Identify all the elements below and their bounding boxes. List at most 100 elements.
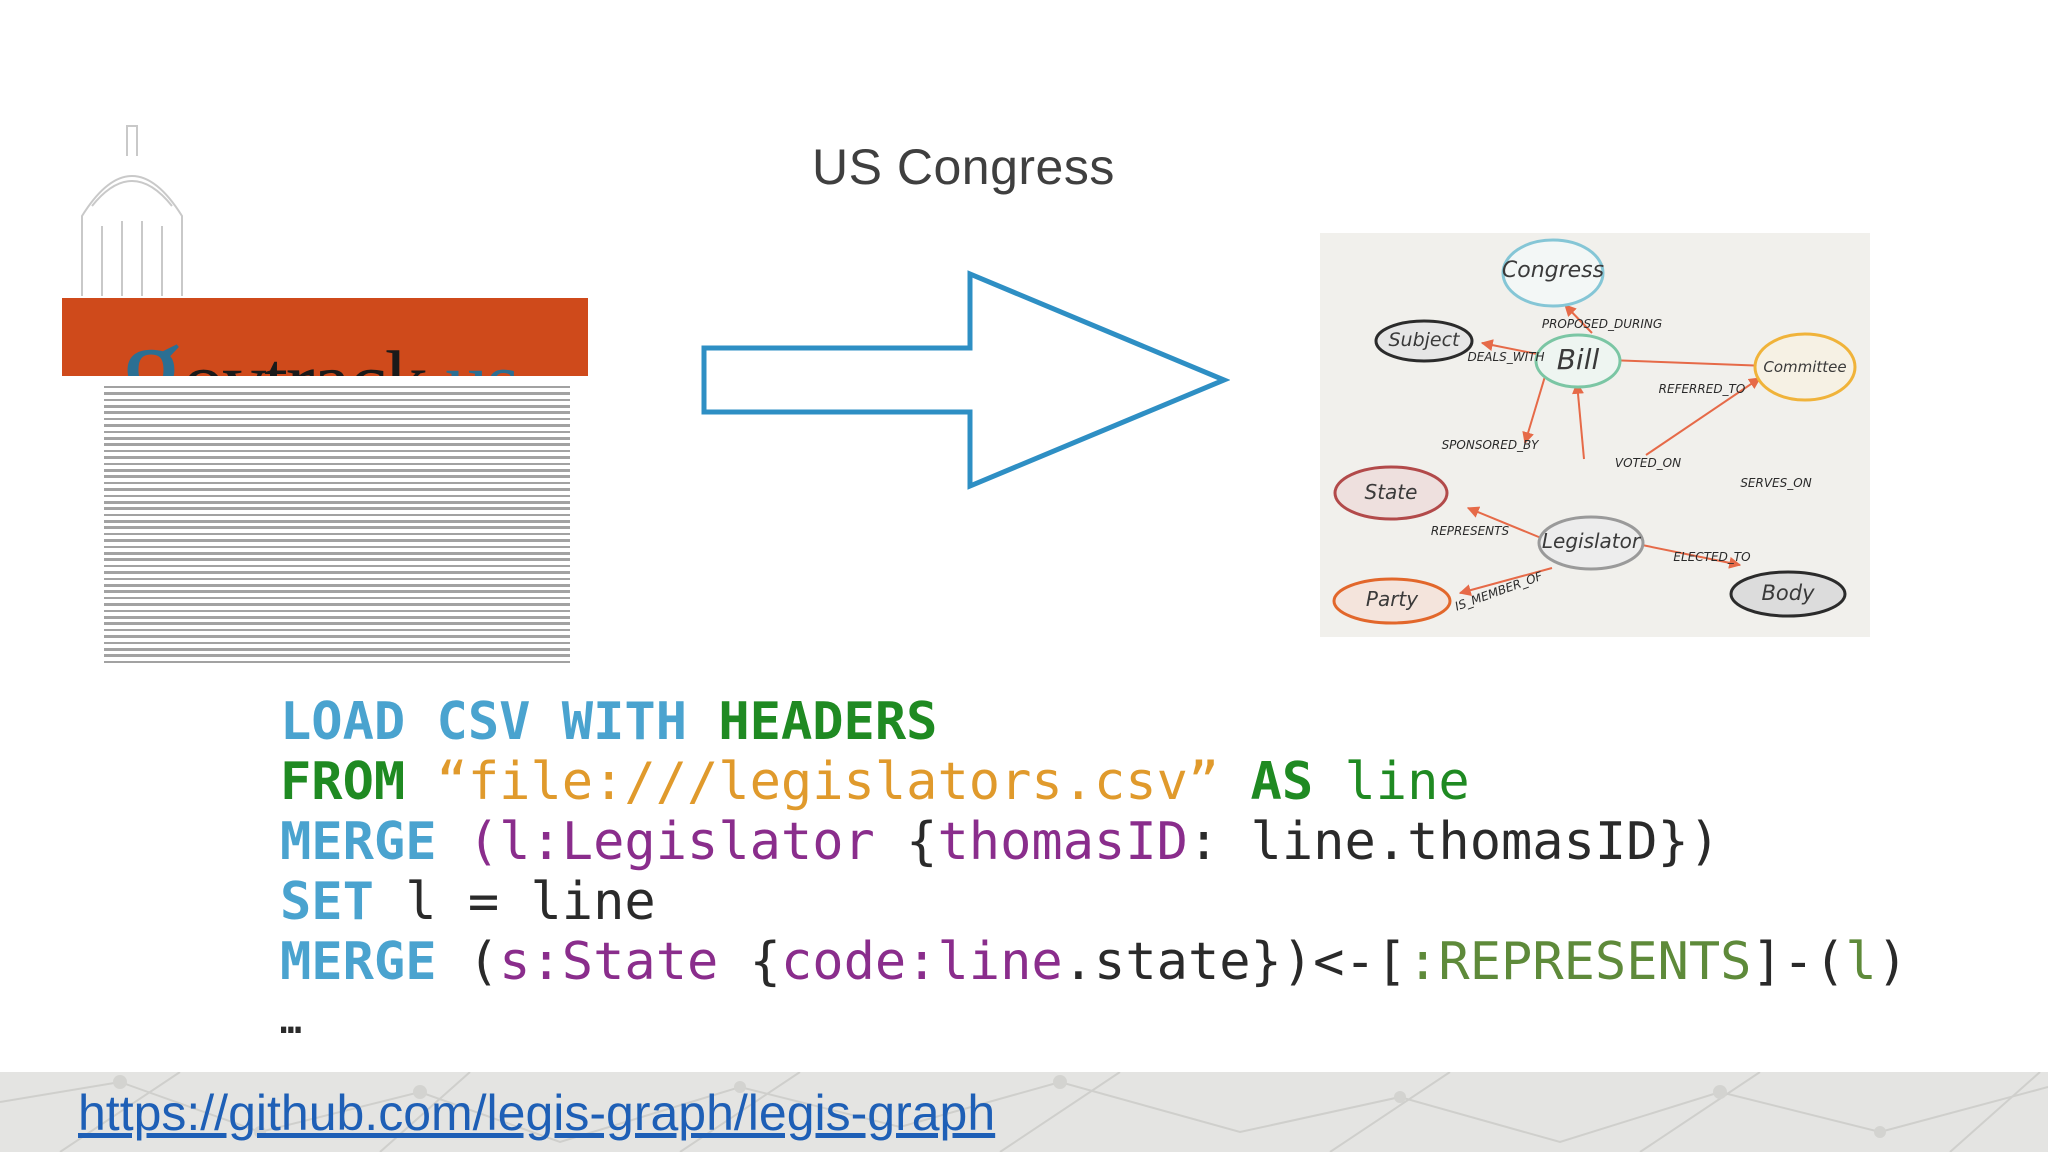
csv-row-text — [104, 462, 570, 466]
csv-row-text — [104, 622, 570, 625]
csv-row — [62, 627, 570, 633]
csv-row — [62, 550, 570, 556]
csv-row — [62, 614, 570, 620]
csv-row — [62, 390, 570, 396]
github-link[interactable]: https://github.com/legis-graph/legis-gra… — [78, 1085, 996, 1141]
csv-row — [62, 442, 570, 448]
csv-row-text — [104, 456, 570, 459]
graph-edge-label: VOTED_ON — [1615, 456, 1681, 470]
csv-row — [62, 569, 570, 575]
csv-row — [62, 499, 570, 505]
graph-node-label: Subject — [1388, 329, 1461, 351]
csv-row-text — [104, 481, 570, 485]
code-line-1: LOAD CSV WITH HEADERS — [280, 692, 938, 752]
csv-row-text — [104, 437, 570, 440]
graph-edge-label: REFERRED_TO — [1659, 382, 1746, 396]
csv-row-text — [104, 443, 570, 446]
csv-row — [62, 512, 570, 518]
graph-node-label: Bill — [1557, 343, 1600, 376]
csv-row-text — [104, 654, 570, 657]
csv-row-text — [104, 513, 570, 517]
code-line-4: SET l = line — [280, 872, 656, 932]
csv-row-text — [104, 532, 570, 536]
graph-edge-label: ELECTED_TO — [1673, 550, 1750, 564]
csv-row — [62, 537, 570, 543]
csv-row-text — [104, 571, 570, 574]
csv-row — [62, 467, 570, 473]
csv-row-text — [104, 430, 570, 434]
csv-row-text — [104, 468, 570, 472]
csv-row — [62, 640, 570, 646]
govtrack-logo: govtrack.us — [62, 96, 588, 376]
csv-row-text — [104, 628, 570, 632]
csv-row-text — [104, 660, 570, 664]
csv-row-text — [104, 584, 570, 587]
csv-row — [62, 422, 570, 428]
csv-preview — [62, 380, 570, 666]
logo-orange-bar — [62, 298, 588, 376]
capitol-dome-icon — [81, 125, 183, 296]
footer-band — [0, 1072, 2048, 1152]
csv-row — [62, 652, 570, 658]
csv-row — [62, 563, 570, 569]
csv-row — [62, 576, 570, 582]
csv-row-text — [104, 603, 570, 606]
csv-row — [62, 557, 570, 563]
csv-row — [62, 435, 570, 441]
graph-node-label: Congress — [1502, 258, 1604, 283]
csv-row-text — [104, 494, 570, 498]
csv-row — [62, 601, 570, 607]
csv-row-text — [104, 647, 570, 651]
csv-row-text — [104, 500, 570, 504]
csv-row — [62, 384, 570, 390]
csv-row-text — [104, 385, 570, 389]
csv-row-text — [104, 392, 570, 395]
csv-row-text — [104, 635, 570, 638]
slide-title: US Congress — [812, 139, 1115, 195]
network-pattern-icon — [0, 1072, 2048, 1152]
csv-row-text — [104, 596, 570, 600]
csv-row — [62, 454, 570, 460]
csv-row — [62, 429, 570, 435]
graph-edge-label: PROPOSED_DURING — [1542, 317, 1662, 331]
csv-row-text — [104, 590, 570, 593]
csv-row — [62, 646, 570, 652]
graph-node-label: State — [1365, 480, 1418, 504]
csv-lines — [62, 384, 570, 665]
csv-row-text — [104, 526, 570, 530]
csv-row-text — [104, 411, 570, 415]
code-line-3: MERGE (l:Legislator {thomasID: line.thom… — [280, 812, 1721, 872]
csv-row — [62, 582, 570, 588]
csv-row — [62, 505, 570, 511]
csv-row — [62, 620, 570, 626]
csv-row-text — [104, 449, 570, 453]
graph-edge-label: REPRESENTS — [1431, 524, 1510, 538]
csv-row-text — [104, 564, 570, 568]
csv-row-text — [104, 520, 570, 523]
csv-row-text — [104, 475, 570, 478]
csv-row-text — [104, 405, 570, 408]
csv-row-text — [104, 615, 570, 619]
csv-row-text — [104, 417, 570, 421]
graph-node-label: Committee — [1763, 358, 1846, 376]
csv-row — [62, 531, 570, 537]
code-line-5: MERGE (s:State {code:line.state})<-[:REP… — [280, 932, 1909, 992]
csv-row — [62, 493, 570, 499]
graph-node-label: Legislator — [1542, 529, 1642, 553]
csv-row — [62, 608, 570, 614]
csv-row — [62, 480, 570, 486]
csv-row — [62, 461, 570, 467]
csv-row-text — [104, 488, 570, 491]
csv-row — [62, 659, 570, 665]
right-arrow-icon — [701, 270, 1230, 490]
graph-edge-label: SERVES_ON — [1740, 476, 1811, 490]
csv-row — [62, 410, 570, 416]
csv-row-text — [104, 507, 570, 510]
csv-row-text — [104, 539, 570, 542]
csv-row-text — [104, 609, 570, 613]
csv-row-text — [104, 641, 570, 645]
csv-row — [62, 525, 570, 531]
